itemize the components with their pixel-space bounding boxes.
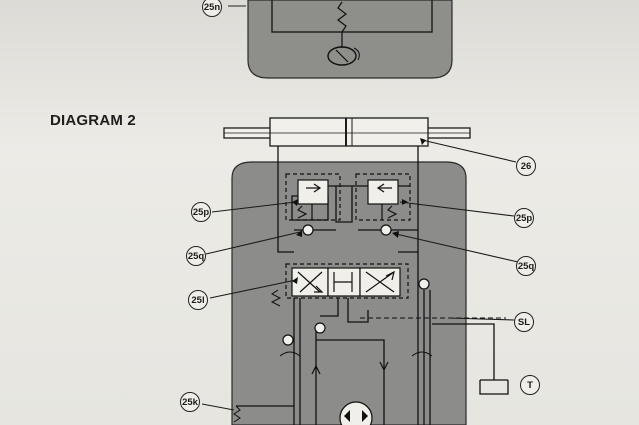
- callout-25l: 25l: [188, 290, 208, 310]
- callout-26: 26: [516, 156, 536, 176]
- callout-sl: SL: [514, 312, 534, 332]
- callout-25q-right: 25q: [516, 256, 536, 276]
- left-relief-valve: [285, 173, 341, 221]
- cylinder-body: [269, 117, 429, 147]
- callout-25p-right: 25p: [514, 208, 534, 228]
- upper-housing-block: [247, 0, 453, 79]
- upper-frame: [271, 0, 433, 33]
- upper-spring: [337, 1, 347, 33]
- callout-25n: 25n: [202, 0, 222, 17]
- upper-actuator-icon: [327, 46, 357, 66]
- callout-25q-left: 25q: [186, 246, 206, 266]
- right-check-valve: [380, 224, 392, 236]
- diagram-title: DIAGRAM 2: [50, 112, 136, 129]
- left-check-valve: [302, 224, 314, 236]
- right-relief-valve: [355, 173, 411, 221]
- callout-25p-left: 25p: [191, 202, 211, 222]
- callout-25k: 25k: [180, 392, 200, 412]
- callout-t: T: [520, 375, 540, 395]
- directional-control-valve: [285, 263, 409, 299]
